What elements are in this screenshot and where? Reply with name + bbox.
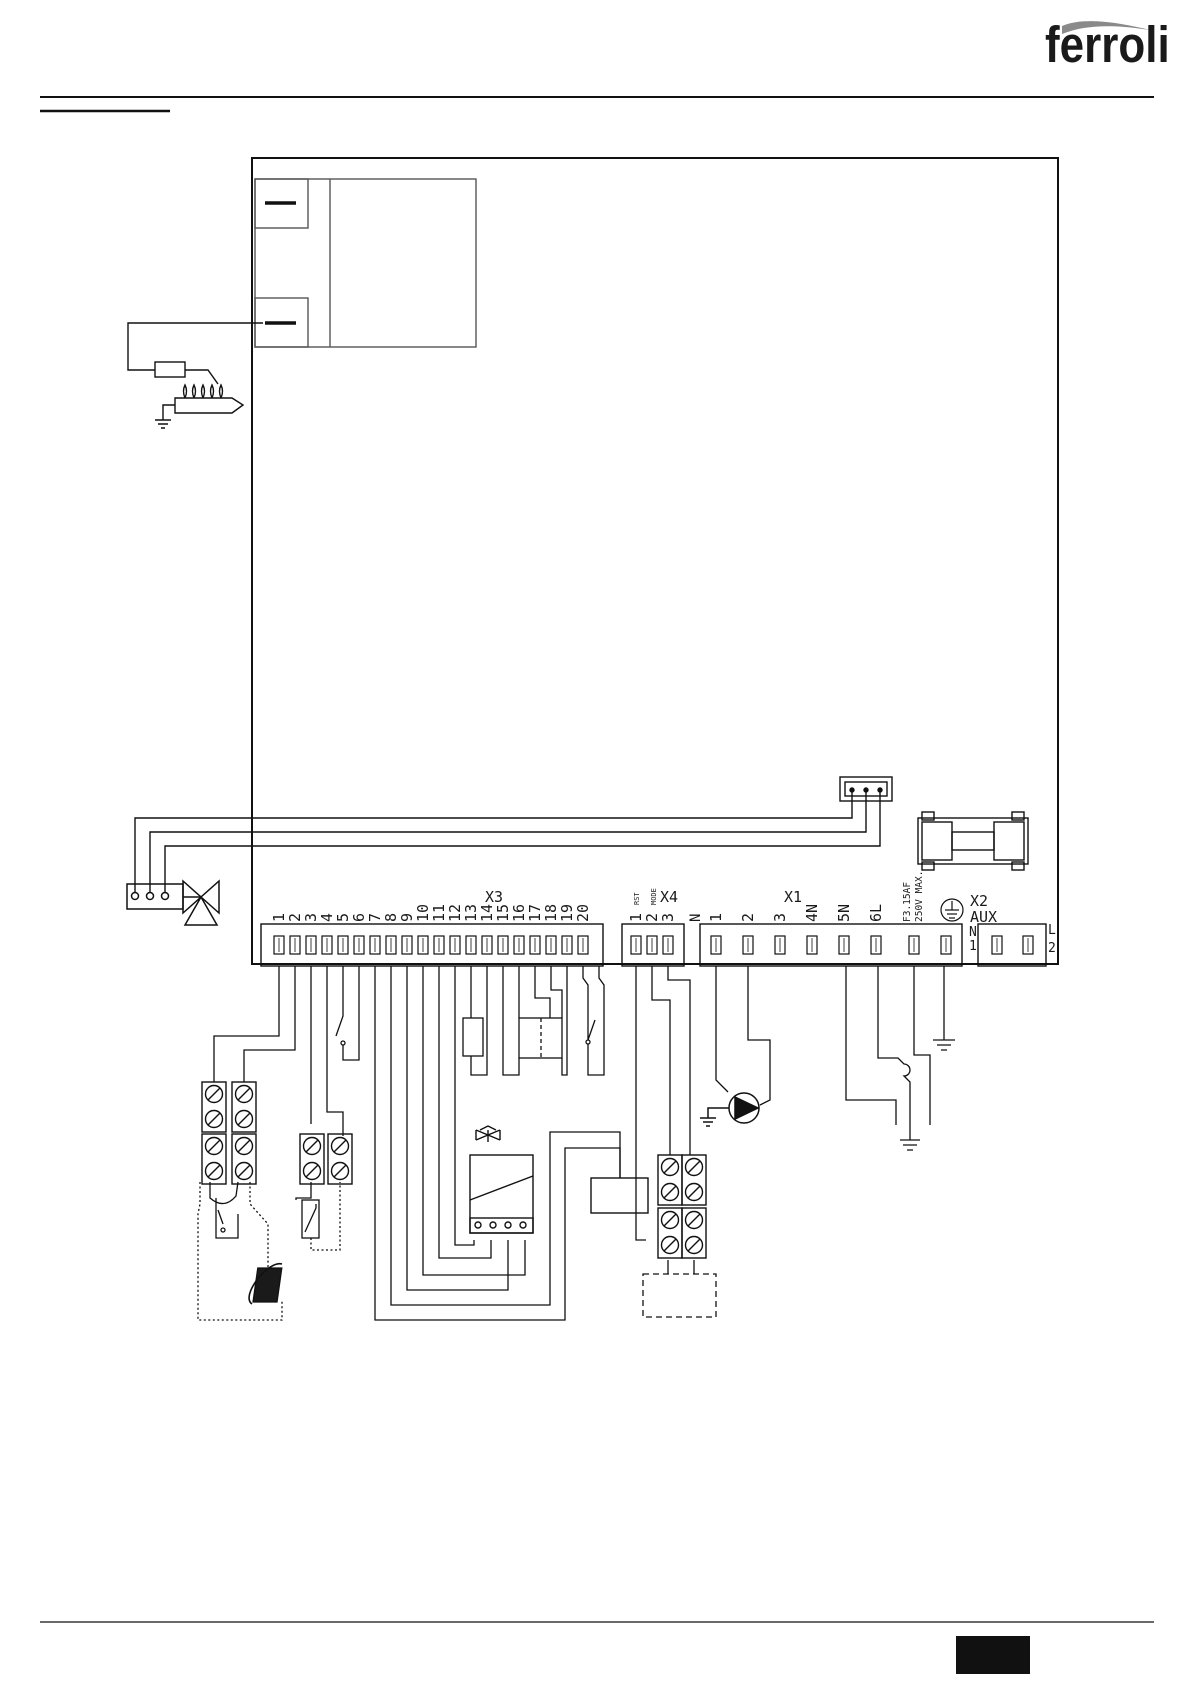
- x2-mark-n: N: [969, 925, 977, 940]
- x4-pin-labels: 123: [627, 913, 677, 922]
- fuse-icon: [918, 812, 1028, 870]
- remote-block-bottom-a: [658, 1208, 682, 1258]
- x3-terminal-15: [498, 936, 508, 954]
- x4-pin-label: 3: [659, 913, 677, 922]
- brand-name: ferroli: [1045, 17, 1170, 74]
- x3-terminal-2: [290, 936, 300, 954]
- sensor-block-b: [328, 1134, 352, 1184]
- thermostat-block-top-a: [202, 1082, 226, 1132]
- ignition-electrode-icon: [128, 323, 263, 428]
- sensor-block-a: [300, 1134, 324, 1184]
- x3-terminal-20: [578, 936, 588, 954]
- thermostat-block-top-b: [232, 1082, 256, 1132]
- thermostat-block-bottom-a: [202, 1134, 226, 1184]
- fuse-rating-line2: 250V MAX.: [914, 871, 925, 922]
- gas-valve-icon: [470, 1126, 648, 1233]
- ferroli-logo: ferroli: [1045, 17, 1170, 74]
- x2-mark-1: 1: [969, 939, 977, 954]
- terminal-screws: [274, 936, 1033, 954]
- x1-pin-label: 4N: [803, 904, 821, 922]
- x3-terminal-strip: [261, 924, 603, 966]
- x1-terminal-3: [775, 936, 785, 954]
- x2-mark-2: 2: [1048, 941, 1056, 956]
- x4-terminal-2: [647, 936, 657, 954]
- x3-terminal-1: [274, 936, 284, 954]
- x3-terminal-6: [354, 936, 364, 954]
- x4-mode-note: MODE: [650, 888, 658, 905]
- x3-terminal-9: [402, 936, 412, 954]
- x1-pin-label: 2: [739, 913, 757, 922]
- ground-icon: [941, 899, 963, 921]
- x3-label: X3: [485, 888, 503, 906]
- x1-label: X1: [784, 888, 802, 906]
- x3-terminal-11: [434, 936, 444, 954]
- x3-terminal-4: [322, 936, 332, 954]
- room-thermostat-icon: [198, 1182, 282, 1320]
- x4-rst-note: RST: [633, 892, 641, 905]
- earth-terminal: [941, 936, 951, 954]
- neutral-label: N: [688, 914, 704, 922]
- x3-pin-label: 20: [574, 904, 592, 922]
- x1-pin-label: 3: [771, 913, 789, 922]
- outdoor-sensor-icon: [296, 1182, 340, 1250]
- remote-control-box: [643, 1274, 716, 1317]
- thermostat-block-bottom-b: [232, 1134, 256, 1184]
- ground-icon: [900, 1040, 955, 1150]
- x1-terminal-4N: [807, 936, 817, 954]
- x1-pin-label: 5N: [835, 904, 853, 922]
- fuse-rating-line1: F3.15AF: [902, 882, 913, 922]
- x1-pin-label: 1: [707, 913, 725, 922]
- fuse-terminal: [909, 936, 919, 954]
- pump-icon: [700, 1093, 759, 1126]
- x3-terminal-18: [546, 936, 556, 954]
- x1-terminal-2: [743, 936, 753, 954]
- x1-pin-label: 6L: [867, 904, 885, 922]
- x1-terminal-6L: [871, 936, 881, 954]
- x2-aux-label: AUX: [970, 908, 997, 926]
- x3-terminal-12: [450, 936, 460, 954]
- x2-terminal-1: [992, 936, 1002, 954]
- control-board-outline: [252, 158, 1058, 964]
- ignition-connector-block: [255, 179, 476, 347]
- remote-block-bottom-b: [682, 1208, 706, 1258]
- x2-mark-l: L: [1048, 923, 1056, 938]
- x3-terminal-10: [418, 936, 428, 954]
- x3-terminal-8: [386, 936, 396, 954]
- x4-terminal-1: [631, 936, 641, 954]
- x3-terminal-5: [338, 936, 348, 954]
- x4-terminal-3: [663, 936, 673, 954]
- x3-terminal-13: [466, 936, 476, 954]
- x1-terminal-1: [711, 936, 721, 954]
- x3-terminal-19: [562, 936, 572, 954]
- x2-terminal-2: [1023, 936, 1033, 954]
- x3-terminal-3: [306, 936, 316, 954]
- x3-terminal-14: [482, 936, 492, 954]
- x2-terminal-strip: [978, 924, 1046, 966]
- x1-pin-labels: 1 2 3 4N 5N 6L: [707, 904, 885, 922]
- three-way-valve-wiring: [135, 790, 880, 892]
- field-terminal-blocks: [202, 1082, 706, 1258]
- remote-block-top-a: [658, 1155, 682, 1205]
- x1-terminal-strip: [700, 924, 962, 966]
- footer-language-tab: [956, 1636, 1030, 1674]
- x1-terminal-5N: [839, 936, 849, 954]
- remote-leads: [668, 1260, 694, 1274]
- three-way-valve-icon: [127, 881, 219, 925]
- x3-terminal-16: [514, 936, 524, 954]
- x3-terminal-7: [370, 936, 380, 954]
- remote-block-top-b: [682, 1155, 706, 1205]
- x4-label: X4: [660, 888, 678, 906]
- x3-terminal-17: [530, 936, 540, 954]
